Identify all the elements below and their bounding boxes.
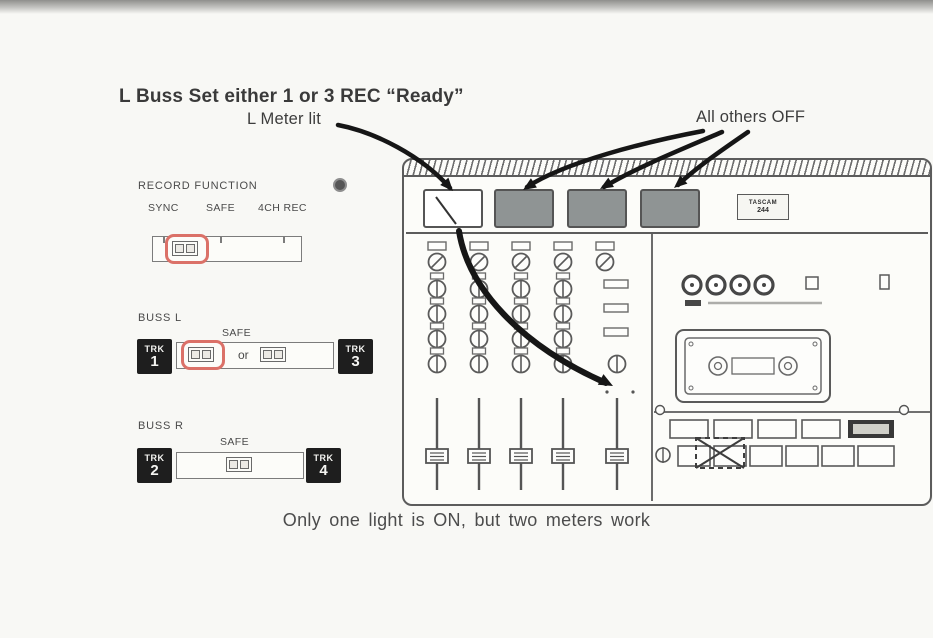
fader-4 — [550, 396, 576, 492]
transport-button — [749, 445, 783, 467]
channel-strip-3 — [512, 242, 530, 373]
buss-r-switch — [226, 457, 252, 472]
portastudio-detail-drawing — [406, 189, 930, 501]
trk-badge-word: TRK — [313, 452, 334, 463]
slot-tick — [283, 237, 285, 243]
tape-section — [654, 274, 930, 469]
transport-button — [821, 445, 855, 467]
transport-button — [785, 445, 819, 467]
transport-button — [801, 419, 841, 439]
record-function-highlight — [165, 234, 209, 264]
buss-l-safe-label: SAFE — [222, 327, 252, 339]
buss-l-highlight — [181, 340, 225, 370]
transport-button — [757, 419, 797, 439]
transport-button — [713, 419, 753, 439]
channel-strip-1 — [428, 242, 446, 373]
cassette-hub-icon — [778, 356, 798, 376]
cassette-door — [675, 329, 831, 403]
trk-badge-number: 4 — [319, 461, 328, 479]
switch-cell — [229, 460, 238, 469]
switch-cell — [274, 350, 283, 359]
master-section — [595, 241, 635, 394]
trk-badge-word: TRK — [144, 452, 165, 463]
record-button-cross-mark — [695, 437, 745, 469]
scan-edge-shadow — [0, 0, 933, 14]
buss-l-switch-left — [188, 347, 214, 362]
trk-1-badge: TRK 1 — [137, 339, 172, 374]
fader-3 — [508, 396, 534, 492]
trk-badge-word: TRK — [345, 343, 366, 354]
trk-badge-word: TRK — [144, 343, 165, 354]
brand-name: TASCAM — [748, 199, 778, 206]
buss-r-label: BUSS R — [138, 420, 184, 432]
buss-l-or-label: or — [238, 348, 249, 362]
transport-button — [713, 445, 747, 467]
cassette-hub-icon — [708, 356, 728, 376]
screw-icon — [898, 404, 910, 416]
callout-all-others: All others OFF — [696, 108, 806, 126]
switch-cell — [175, 244, 184, 253]
fader-2 — [466, 396, 492, 492]
channel-strip-2 — [470, 242, 488, 373]
mini-logo-mark — [685, 300, 701, 306]
small-switch — [879, 274, 890, 290]
channel-strip-4 — [554, 242, 572, 373]
meter-needle-icon — [435, 196, 457, 225]
switch-cell — [186, 244, 195, 253]
small-button — [805, 276, 819, 290]
record-function-label: RECORD FUNCTION — [138, 180, 258, 192]
figure-caption: Only one light is ON, but two meters wor… — [282, 510, 651, 530]
vu-meter-off — [494, 189, 554, 228]
trk-badge-number: 3 — [351, 352, 360, 370]
trk-badge-number: 1 — [150, 352, 159, 370]
trk-3-badge: TRK 3 — [338, 339, 373, 374]
record-function-pos-safe: SAFE — [206, 202, 236, 214]
record-led-icon — [333, 178, 347, 192]
record-function-pos-4chrec: 4CH REC — [258, 202, 307, 214]
transport-button — [669, 419, 709, 439]
page-title: L Buss Set either 1 or 3 REC “Ready” — [119, 86, 464, 107]
switch-cell — [240, 460, 249, 469]
buss-r-safe-label: SAFE — [220, 436, 250, 448]
line-output-knobs — [681, 274, 775, 296]
tape-counter-window — [853, 424, 889, 434]
trk-badge-number: 2 — [150, 461, 159, 479]
switch-cell — [191, 350, 200, 359]
transport-button — [677, 445, 711, 467]
trk-4-badge: TRK 4 — [306, 448, 341, 483]
vu-meter-off — [640, 189, 700, 228]
transport-row-top — [669, 419, 894, 439]
record-function-pos-sync: SYNC — [148, 202, 179, 214]
buss-l-switch-right — [260, 347, 286, 362]
trk-2-badge: TRK 2 — [137, 448, 172, 483]
fader-1 — [424, 396, 450, 492]
slot-tick — [163, 237, 165, 243]
vu-meter-off — [567, 189, 627, 228]
transport-button — [857, 445, 895, 467]
brand-model: 244 — [757, 206, 769, 214]
vu-meter-l-lit — [423, 189, 483, 228]
switch-cell — [202, 350, 211, 359]
screw-icon — [654, 404, 666, 416]
record-function-switch — [172, 241, 198, 256]
transport-row-bottom — [655, 445, 895, 467]
master-fader — [604, 396, 630, 492]
switch-cell — [263, 350, 272, 359]
brand-badge: TASCAM 244 — [737, 194, 789, 220]
slot-tick — [220, 237, 222, 243]
buss-l-label: BUSS L — [138, 312, 182, 324]
callout-l-meter: L Meter lit — [247, 110, 322, 128]
